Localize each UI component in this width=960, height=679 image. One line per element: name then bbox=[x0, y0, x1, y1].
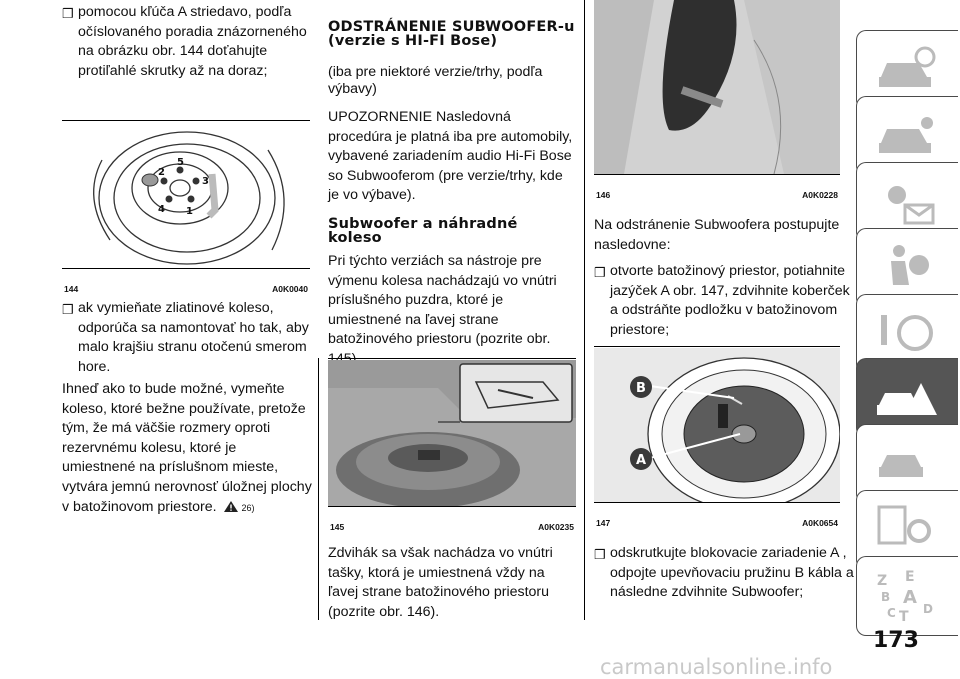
tab-index[interactable]: Z E B A C T D bbox=[856, 556, 958, 636]
figure-number: 146 bbox=[596, 190, 611, 200]
watermark: carmanualsonline.info bbox=[600, 655, 833, 679]
bullet-box-icon: ❒ bbox=[594, 265, 606, 280]
airbag-icon bbox=[891, 245, 929, 285]
bolt-number: 4 bbox=[158, 204, 165, 215]
paragraph: Pri týchto verziách sa nástroje pre výme… bbox=[328, 253, 557, 367]
svg-text:D: D bbox=[923, 602, 933, 616]
bolt-number: 3 bbox=[202, 176, 209, 187]
figure-code: A0K0654 bbox=[802, 518, 838, 528]
svg-text:C: C bbox=[887, 606, 896, 620]
bullet-item: ❒ pomocou kľúča A striedavo, podľa očísl… bbox=[62, 3, 324, 81]
section-heading: ODSTRÁNENIE SUBWOOFER-u (verzie s HI-FI … bbox=[328, 19, 575, 49]
bullet-box-icon: ❒ bbox=[594, 547, 606, 562]
figure-code: A0K0228 bbox=[802, 190, 838, 200]
bullet-text: pomocou kľúča A striedavo, podľa očíslov… bbox=[78, 4, 307, 79]
warning-triangle-icon bbox=[223, 500, 238, 512]
maintenance-icon bbox=[879, 455, 923, 477]
bullet-item: ❒ otvorte batožinový priestor, potiahnit… bbox=[594, 262, 856, 340]
wheel-illustration: 5 2 3 4 1 bbox=[93, 131, 285, 265]
svg-text:E: E bbox=[905, 569, 915, 585]
car-info-icon bbox=[879, 46, 936, 87]
figure-number: 145 bbox=[330, 522, 345, 532]
bolt-number: 2 bbox=[158, 167, 165, 178]
breakdown-icon bbox=[877, 383, 937, 415]
bullet-box-icon: ❒ bbox=[62, 302, 74, 317]
paragraph: Na odstránenie Subwoofera postupujte nas… bbox=[594, 217, 840, 253]
svg-text:Z: Z bbox=[877, 573, 887, 589]
bolt-number: 1 bbox=[186, 206, 193, 217]
subsection-heading: Subwoofer a náhradné koleso bbox=[328, 216, 518, 246]
paragraph: Zdvihák sa však nachádza vo vnútri tašky… bbox=[328, 545, 553, 620]
figure-code: A0K0040 bbox=[272, 284, 308, 294]
figure-144: 5 2 3 4 1 144 A0K0040 bbox=[62, 120, 310, 294]
bolt-number: 5 bbox=[177, 157, 184, 168]
bullet-text: odskrutkujte blokovacie zariadenie A , o… bbox=[610, 545, 854, 601]
subwoofer-illustration: B A bbox=[594, 348, 841, 511]
paragraph: Ihneď ako to bude možné, vymeňte koleso,… bbox=[62, 380, 312, 518]
figure-145: 145 A0K0235 bbox=[328, 358, 576, 532]
paragraph-text: Ihneď ako to bude možné, vymeňte koleso,… bbox=[62, 381, 312, 515]
index-icon: Z E B A C T D bbox=[877, 569, 933, 621]
callout-b: B bbox=[636, 381, 646, 396]
bullet-box-icon: ❒ bbox=[62, 6, 74, 21]
bullet-text: otvorte batožinový priestor, potiahnite … bbox=[610, 263, 850, 338]
svg-text:T: T bbox=[899, 609, 909, 621]
svg-text:B: B bbox=[881, 590, 890, 604]
subheading-note: (iba pre niektoré verzie/trhy, podľa výb… bbox=[328, 64, 543, 97]
specs-icon bbox=[877, 505, 931, 545]
bullet-item: ❒ odskrutkujte blokovacie zariadenie A ,… bbox=[594, 544, 856, 603]
bullet-item: ❒ ak vymieňate zliatinové koleso, odporú… bbox=[62, 299, 324, 377]
figure-number: 144 bbox=[64, 284, 79, 294]
figure-number: 147 bbox=[596, 518, 611, 528]
warning-light-icon bbox=[888, 186, 935, 225]
figure-146: 146 A0K0228 bbox=[594, 0, 840, 200]
svg-text:A: A bbox=[903, 587, 917, 608]
warning-paragraph: UPOZORNENIE Nasledovná procedúra je plat… bbox=[328, 109, 573, 204]
trunk-tools-illustration bbox=[328, 360, 576, 508]
bullet-text: ak vymieňate zliatinové koleso, odporúča… bbox=[78, 300, 309, 375]
jack-bag-illustration bbox=[594, 0, 840, 175]
page-number: 173 bbox=[873, 628, 919, 653]
callout-a: A bbox=[636, 453, 646, 468]
figure-code: A0K0235 bbox=[538, 522, 574, 532]
note-reference: 26) bbox=[241, 502, 255, 513]
column-divider bbox=[318, 358, 319, 620]
steering-icon bbox=[881, 315, 933, 351]
figure-147: B A 147 A0K0654 bbox=[594, 346, 841, 528]
car-key-icon bbox=[879, 117, 933, 153]
column-divider bbox=[584, 0, 585, 620]
